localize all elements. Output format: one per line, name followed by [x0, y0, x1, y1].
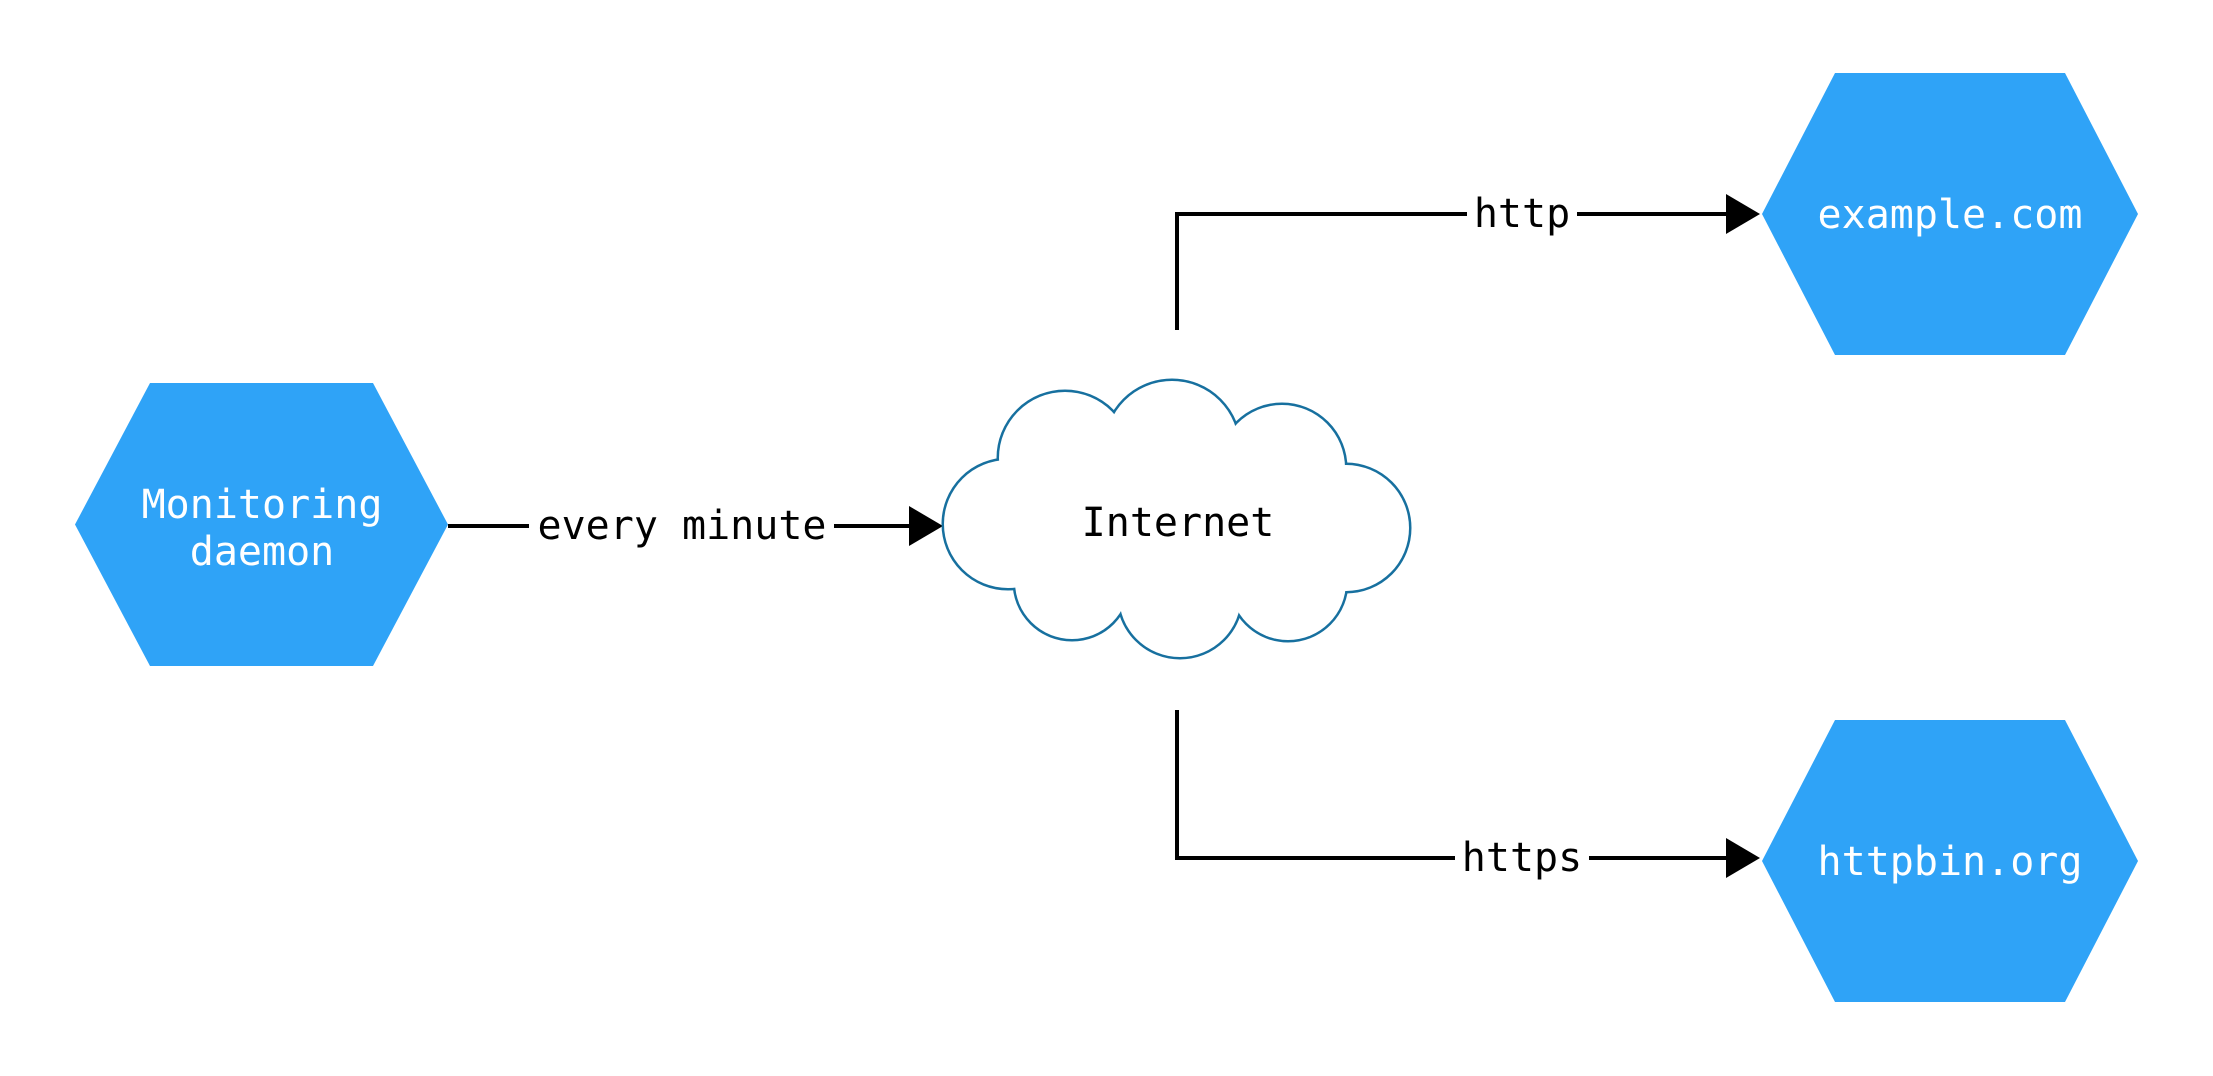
node-monitoring-daemon: Monitoring daemon — [75, 383, 448, 666]
edge-https: https — [1175, 710, 1760, 881]
edge-https-label: https — [1462, 835, 1582, 881]
edge-https-segment — [1175, 710, 1455, 860]
monitoring-daemon-hexagon — [75, 383, 448, 666]
edge-http-segment — [1175, 212, 1467, 330]
edge-every-minute-label: every minute — [538, 503, 827, 549]
node-httpbin-org: httpbin.org — [1762, 720, 2138, 1002]
internet-cloud-body — [944, 381, 1409, 657]
node-internet: Internet — [941, 378, 1412, 660]
cloud-center-fill — [1200, 465, 1310, 575]
edge-http-label: http — [1474, 191, 1570, 237]
edge-every-minute: every minute — [448, 503, 943, 549]
internet-label: Internet — [1082, 500, 1275, 546]
httpbin-org-hexagon — [1762, 720, 2138, 1002]
node-example-com: example.com — [1762, 73, 2138, 355]
monitoring-daemon-label: Monitoring — [142, 482, 383, 528]
example-com-hexagon — [1762, 73, 2138, 355]
edge-every-minute-arrowhead — [909, 506, 943, 546]
example-com-label: example.com — [1818, 192, 2083, 238]
edge-http: http — [1175, 191, 1760, 330]
edge-http-arrowhead — [1726, 194, 1760, 234]
httpbin-org-label: httpbin.org — [1818, 839, 2083, 885]
monitoring-daemon-label: daemon — [190, 529, 335, 575]
edge-https-arrowhead — [1726, 838, 1760, 878]
cloud-center-fill — [1045, 460, 1155, 570]
